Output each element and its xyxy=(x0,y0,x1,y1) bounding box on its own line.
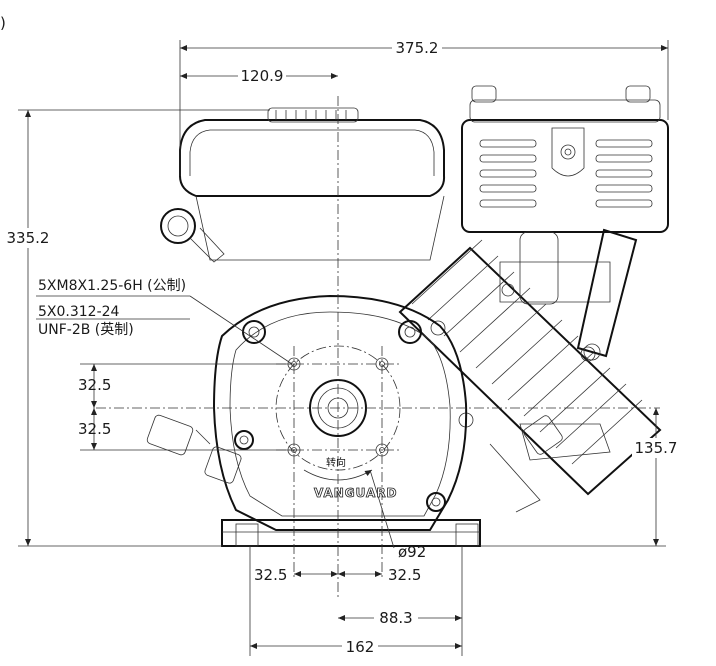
center-lines xyxy=(96,96,660,600)
side-components xyxy=(146,414,563,513)
dim-hole-right: 32.5 xyxy=(388,566,421,584)
corner-mark: ) xyxy=(0,14,6,32)
engine-body xyxy=(146,85,669,547)
dim-base-offset: 88.3 xyxy=(379,609,412,627)
thread-note-imperial-line2: UNF-2B (英制) xyxy=(38,321,134,338)
dim-pcd: ø92 xyxy=(398,543,426,561)
dim-overall-height: 335.2 xyxy=(7,229,50,247)
dim-hole-left: 32.5 xyxy=(254,566,287,584)
dim-hole-down: 32.5 xyxy=(78,420,111,438)
rotation-label: 转向 xyxy=(326,456,346,469)
dim-shaft-height: 135.7 xyxy=(635,439,678,457)
thread-note-metric: 5XM8X1.25-6H (公制) xyxy=(38,278,186,294)
air-filter xyxy=(461,85,669,233)
engine-base xyxy=(221,519,481,547)
dim-hole-up: 32.5 xyxy=(78,376,111,394)
carburetor xyxy=(499,228,638,461)
lifting-eye xyxy=(160,208,225,263)
dim-base-width: 162 xyxy=(346,638,375,656)
dim-shaft-offset: 120.9 xyxy=(241,67,284,85)
dim-overall-width: 375.2 xyxy=(396,39,439,57)
thread-note-imperial-line1: 5X0.312-24 xyxy=(38,304,120,320)
fuel-tank xyxy=(179,107,446,261)
cylinder-fins xyxy=(398,239,662,496)
brand-label: VANGUARD xyxy=(314,486,398,500)
dimensions: 375.2 120.9 335.2 135.7 32.5 32.5 32.5 3… xyxy=(4,39,680,656)
thread-notes: 5XM8X1.25-6H (公制) 5X0.312-24 UNF-2B (英制) xyxy=(36,278,293,365)
